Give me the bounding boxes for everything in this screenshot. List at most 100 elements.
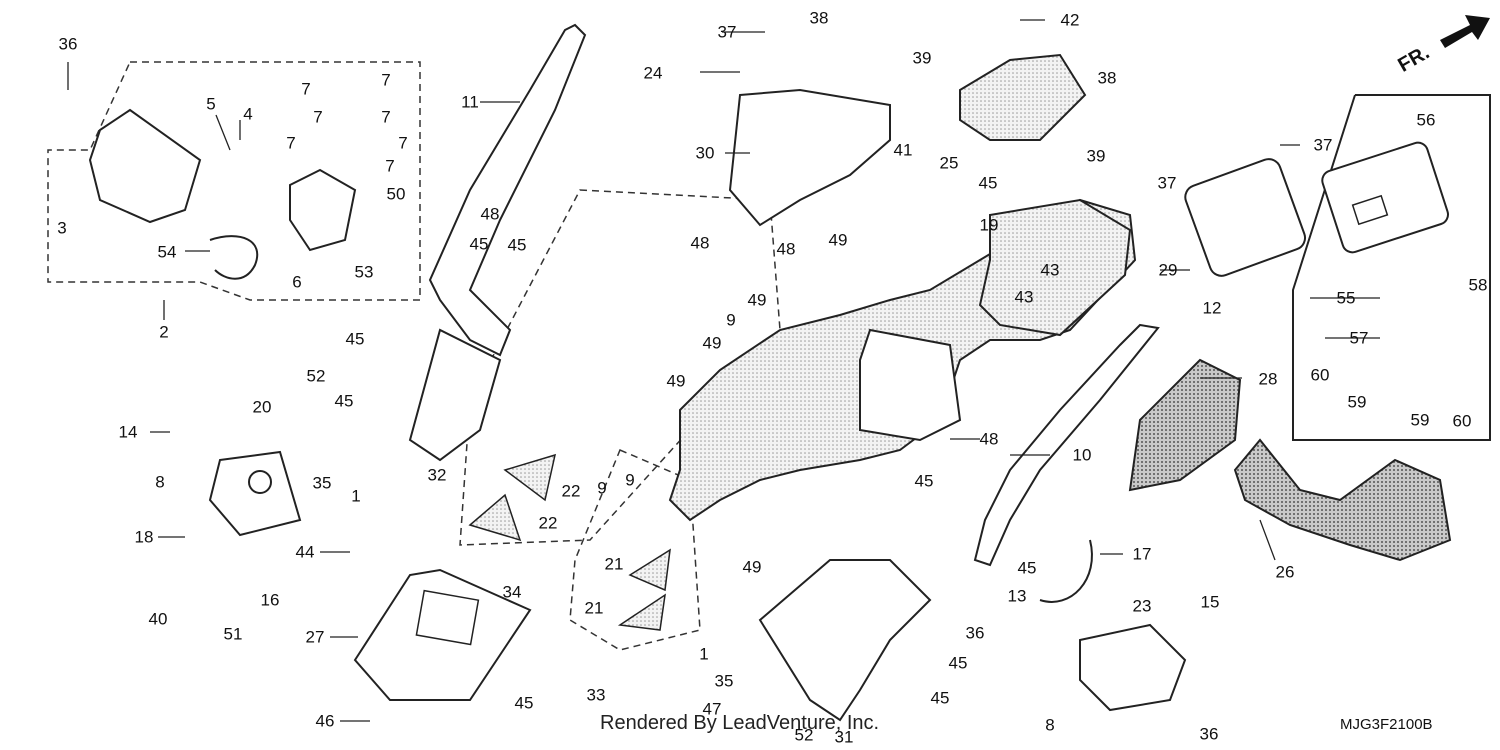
callout-16: 16 [260,590,280,610]
render-credit: Rendered By LeadVenture, Inc. [600,712,880,734]
callout-25: 25 [939,153,959,173]
callout-45: 45 [930,688,950,708]
front-arrow-icon [1440,15,1490,48]
callout-7: 7 [385,156,395,176]
callout-22: 22 [538,513,558,533]
callout-38: 38 [1097,68,1117,88]
callout-51: 51 [223,624,243,644]
callout-45: 45 [345,329,365,349]
callout-53: 53 [354,262,374,282]
callout-15: 15 [1200,592,1220,612]
callout-11: 11 [461,92,479,112]
callout-43: 43 [1040,260,1060,280]
callout-44: 44 [295,542,315,562]
part-box-12 [1184,158,1307,277]
callout-37: 37 [1313,135,1333,155]
part-inner-frame [859,328,962,442]
callout-54: 54 [157,242,177,262]
callout-23: 23 [1132,596,1152,616]
callout-49: 49 [666,371,686,391]
part-panel-30 [728,88,891,227]
callout-45: 45 [334,391,354,411]
callout-9: 9 [625,470,635,490]
callout-7: 7 [313,107,323,127]
callout-45: 45 [469,234,489,254]
callout-38: 38 [809,8,829,28]
part-switch-housing [88,108,202,224]
callout-12: 12 [1202,298,1222,318]
part-trim-32 [408,328,502,462]
callout-50: 50 [386,184,406,204]
callout-4: 4 [243,104,253,124]
callout-19: 19 [979,215,999,235]
callout-7: 7 [381,70,391,90]
part-cable-17 [1039,539,1093,603]
callout-7: 7 [301,79,311,99]
callout-36: 36 [1199,724,1219,744]
callout-7: 7 [381,107,391,127]
callout-36: 36 [965,623,985,643]
leader-lines [67,19,1380,722]
callout-45: 45 [978,173,998,193]
part-27-window [415,589,480,646]
callout-36: 36 [58,34,78,54]
callout-9: 9 [597,478,607,498]
callout-49: 49 [742,557,762,577]
callout-1: 1 [351,486,361,506]
callout-49: 49 [747,290,767,310]
callout-42: 42 [1060,10,1080,30]
callout-59: 59 [1347,392,1367,412]
callout-45: 45 [914,471,934,491]
callout-52: 52 [794,725,814,745]
callout-14: 14 [118,422,138,442]
callout-41: 41 [893,140,913,160]
part-windscreen-strip [428,23,587,357]
callout-7: 7 [286,133,296,153]
callout-10: 10 [1072,445,1092,465]
callout-55: 55 [1336,288,1356,308]
callout-47: 47 [702,699,722,719]
callout-30: 30 [695,143,715,163]
callout-45: 45 [507,235,527,255]
callout-52: 52 [306,366,326,386]
callout-49: 49 [828,230,848,250]
part-pad-21b [617,593,666,631]
callout-48: 48 [690,233,710,253]
callout-59: 59 [1410,410,1430,430]
callout-1: 1 [699,644,709,664]
part-cover-26 [1233,438,1452,562]
callout-27: 27 [305,627,325,647]
part-bracket-6 [289,168,357,252]
callout-20: 20 [252,397,272,417]
callout-22: 22 [561,481,581,501]
part-panel-23 [1079,623,1187,712]
part-meter-56 [1321,141,1449,254]
callout-28: 28 [1258,369,1278,389]
callout-2: 2 [159,322,169,342]
callout-40: 40 [148,609,168,629]
part-upper-cover-29 [978,198,1132,337]
part-pad-21a [628,548,671,592]
callout-32: 32 [427,465,447,485]
callout-7: 7 [398,133,408,153]
part-top-piece-19 [959,53,1087,141]
callout-46: 46 [315,711,335,731]
part-knob-20 [248,470,272,494]
callout-21: 21 [604,554,624,574]
callout-3: 3 [57,218,67,238]
callout-33: 33 [586,685,606,705]
callout-45: 45 [514,693,534,713]
callout-48: 48 [979,429,999,449]
callout-26: 26 [1275,562,1295,582]
callout-58: 58 [1468,275,1488,295]
part-harness-54 [209,235,259,280]
part-pad-22a [503,453,557,502]
callout-6: 6 [292,272,302,292]
callout-8: 8 [155,472,165,492]
callout-48: 48 [776,239,796,259]
callout-8: 8 [1045,715,1055,735]
part-pad-22b [468,493,522,542]
callout-31: 31 [834,727,854,747]
callout-5: 5 [206,94,216,114]
